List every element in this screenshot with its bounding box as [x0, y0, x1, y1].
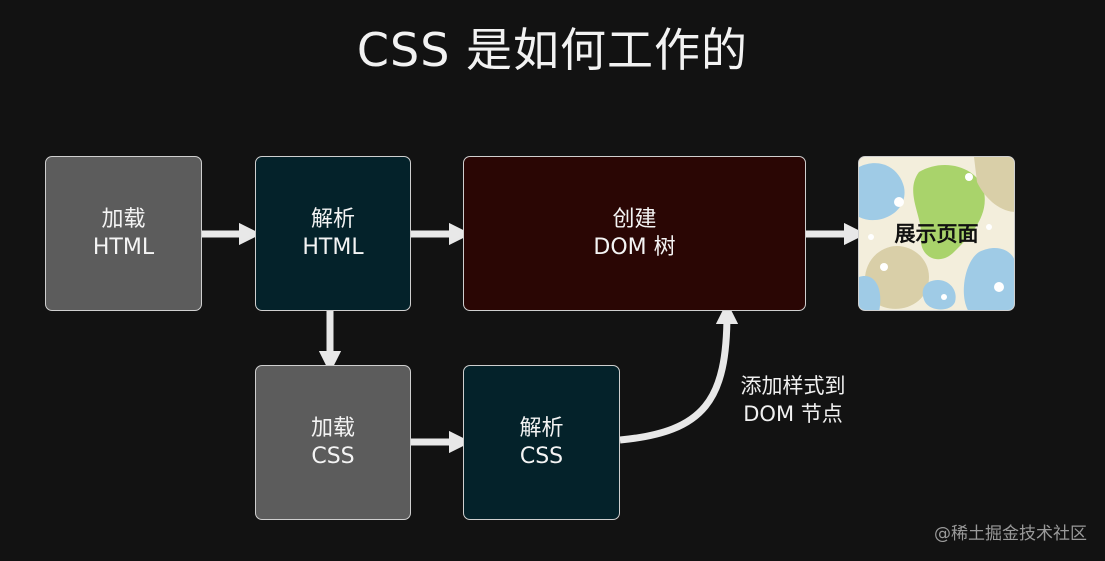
create-dom-line1: 创建	[612, 206, 657, 232]
edge-label-line2: DOM 节点	[743, 402, 843, 426]
load-html-line2: HTML	[92, 234, 155, 260]
parse-html-node: 解析 HTML	[255, 156, 411, 311]
arrow-parse-css-to-create-dom	[619, 301, 739, 444]
edge-label-apply-styles: 添加样式到 DOM 节点	[718, 372, 868, 428]
create-dom-line2: DOM 树	[593, 234, 676, 260]
load-html-node: 加载 HTML	[45, 156, 202, 311]
parse-html-line2: HTML	[302, 234, 364, 260]
load-css-node: 加载 CSS	[255, 365, 411, 520]
load-html-line1: 加载	[101, 206, 146, 232]
display-page-label: 展示页面	[894, 221, 979, 246]
parse-html-line1: 解析	[310, 206, 355, 232]
diagram-title: CSS 是如何工作的	[356, 23, 749, 77]
edge-label-line1: 添加样式到	[740, 374, 846, 398]
parse-css-line2: CSS	[519, 443, 564, 469]
load-css-line1: 加载	[310, 415, 355, 441]
parse-css-node: 解析 CSS	[463, 365, 620, 520]
load-css-line2: CSS	[311, 443, 355, 469]
abstract-pattern-image	[859, 157, 1014, 310]
create-dom-node: 创建 DOM 树	[463, 156, 806, 311]
display-page-node: 展示页面	[858, 156, 1015, 311]
parse-css-line1: 解析	[519, 415, 564, 441]
watermark: @稀土掘金技术社区	[934, 524, 1087, 544]
